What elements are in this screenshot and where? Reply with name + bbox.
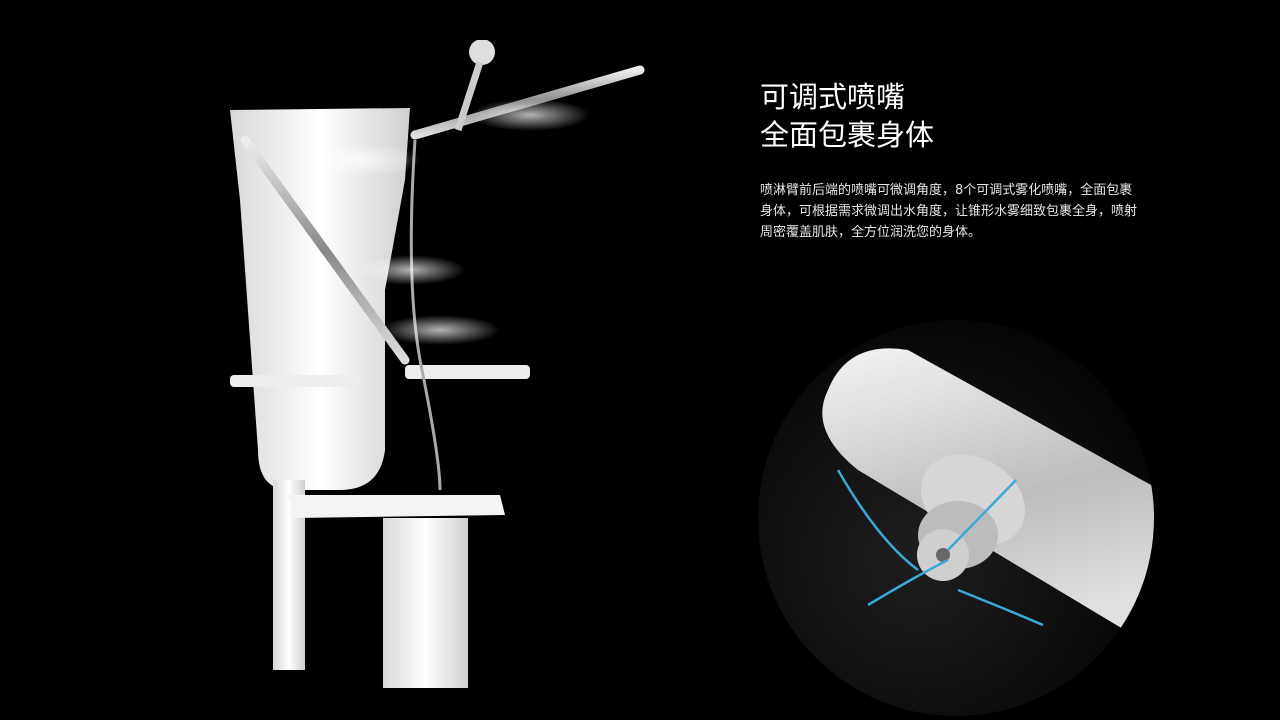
shower-unit-product-image	[230, 40, 645, 688]
heading-line-1: 可调式喷嘴	[760, 80, 906, 114]
feature-description: 喷淋臂前后端的喷嘴可微调角度，8个可调式雾化喷嘴，全面包裹身体，可根据需求微调出…	[760, 183, 1138, 240]
nozzle-illustration	[822, 348, 1154, 648]
nozzle-detail-closeup	[758, 320, 1154, 716]
adjust-direction-arrows-icon	[836, 469, 1044, 627]
heading-line-2: 全面包裹身体	[760, 118, 935, 152]
feature-heading: 可调式喷嘴 全面包裹身体	[760, 78, 934, 154]
